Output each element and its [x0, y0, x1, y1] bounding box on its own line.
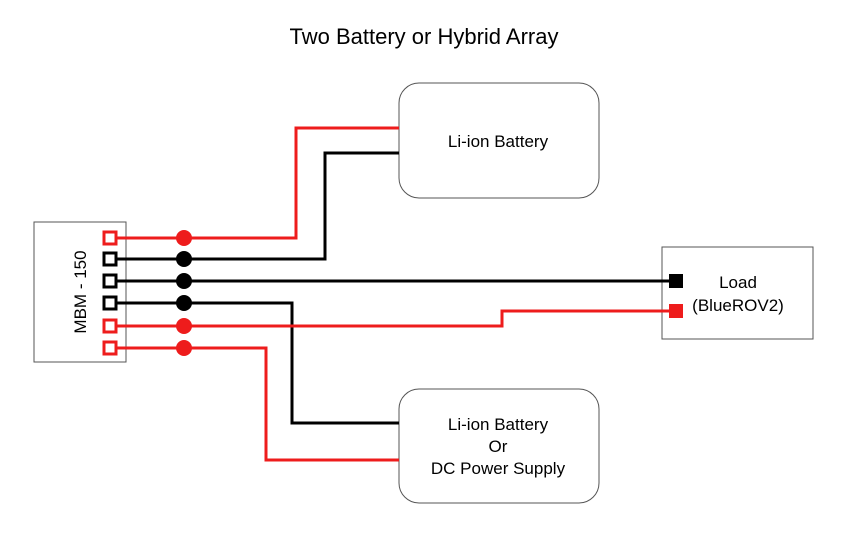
- connector-dot-red-1: [176, 230, 192, 246]
- wire-black-3-to-battery-bottom: [117, 301, 399, 425]
- mbm-150-label: MBM - 150: [71, 250, 90, 333]
- terminal-black-2: [102, 273, 118, 289]
- terminal-black-1: [102, 251, 118, 267]
- load-terminal-black: [669, 274, 683, 288]
- diagram-title: Two Battery or Hybrid Array: [290, 24, 559, 49]
- battery-top-box: [398, 82, 600, 199]
- battery-bottom-label-line1: Li-ion Battery: [448, 415, 549, 434]
- battery-top-label: Li-ion Battery: [448, 132, 549, 151]
- wire-red-1-to-battery-top: [117, 126, 399, 240]
- terminal-red-3: [102, 340, 118, 356]
- battery-bottom-label-line3: DC Power Supply: [431, 459, 566, 478]
- connector-dot-black-3: [176, 295, 192, 311]
- load-terminal-red: [669, 304, 683, 318]
- connector-dot-red-2: [176, 318, 192, 334]
- connector-dot-black-1: [176, 251, 192, 267]
- terminal-red-2: [102, 318, 118, 334]
- load-box: [661, 246, 814, 340]
- wire-black-1-to-battery-top: [117, 151, 399, 261]
- battery-bottom-label-line2: Or: [489, 437, 508, 456]
- wire-red-2-to-load: [117, 309, 670, 328]
- terminal-red-1: [102, 230, 118, 246]
- load-label-line2: (BlueROV2): [692, 296, 784, 315]
- wire-red-3-to-battery-bottom: [117, 346, 399, 462]
- battery-bottom-box: [398, 388, 600, 504]
- load-label-line1: Load: [719, 273, 757, 292]
- terminal-black-3: [102, 295, 118, 311]
- connector-dot-red-3: [176, 340, 192, 356]
- connector-dot-black-2: [176, 273, 192, 289]
